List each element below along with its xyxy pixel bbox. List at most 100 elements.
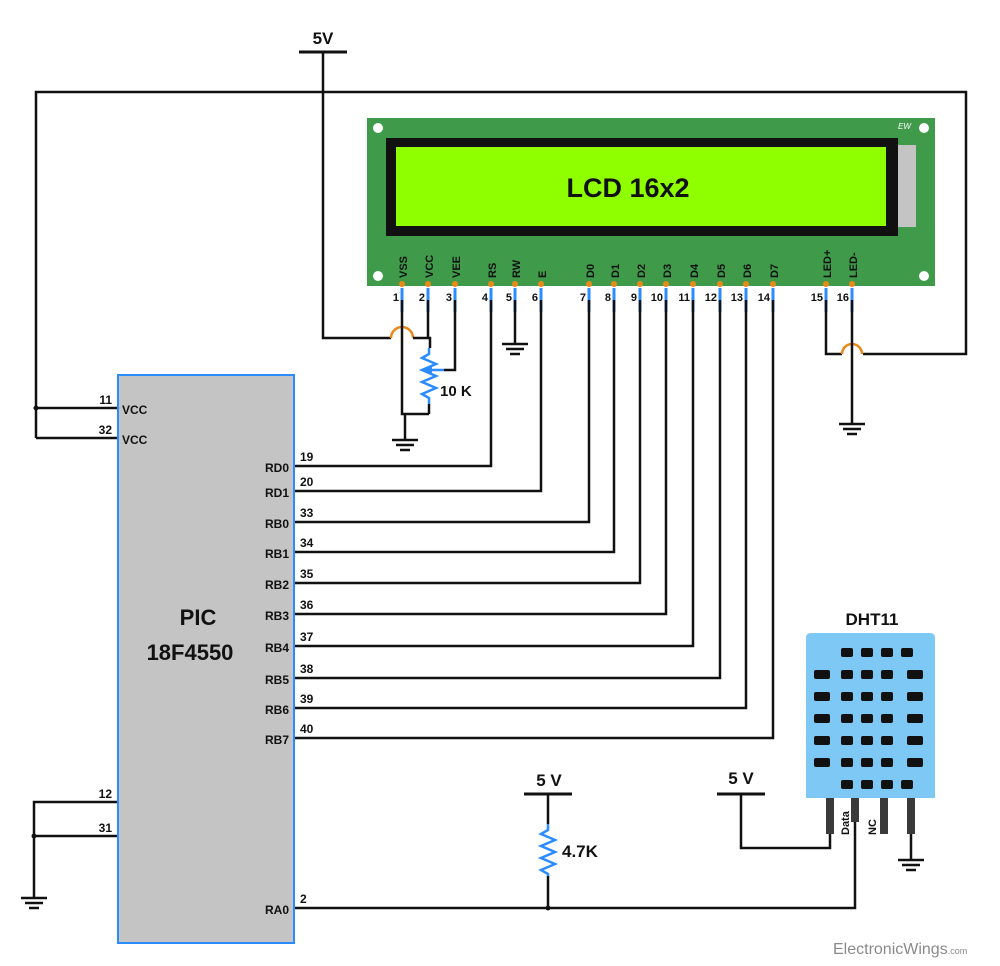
mcu-pin-name: RB0 [265,517,289,531]
pin-pad [512,281,518,287]
watermark: ElectronicWings.com [833,941,967,958]
dht-vent-slot [861,714,873,723]
lcd-pin-d7: D7 14 [758,264,781,312]
lcd-pin-name: D5 [716,264,728,278]
lcd-pin-number: 11 [678,292,690,304]
mcu-pin-number: 36 [300,598,314,612]
dht-vent-slot [907,692,923,701]
mcu-pin-number: 20 [300,475,314,489]
mcu-pin-name: RD1 [265,486,289,500]
dht-pin [851,798,859,822]
pin-pad [425,281,431,287]
mcu-pin-31: 31 [99,821,113,835]
ground-icon [392,438,418,452]
mcu-pin-name: RB2 [265,578,289,592]
lcd-pin-name: VCC [424,255,436,278]
lcd-pin-number: 15 [811,292,823,304]
mcu-pin-name: RB4 [265,641,289,655]
mcu-pin-name: RB6 [265,703,289,717]
dht-title: DHT11 [846,610,899,629]
dht-vent-slot [861,780,873,789]
lcd-pin-name: D7 [769,264,781,278]
dht-vent-slot [861,736,873,745]
lcd-pin-name: D1 [610,264,622,278]
lcd-pin-number: 13 [731,292,743,304]
dht-vent-slot [907,670,923,679]
pullup-resistor [537,824,559,876]
dht-vent-slot [861,758,873,767]
dht-vent-slot [907,714,923,723]
supply-label-top: 5V [313,29,334,48]
lcd-pin-ledplus: LED+ 15 [811,250,834,312]
mcu-pin-number: 11 [99,393,112,407]
lcd-pin-name: LED+ [822,250,834,278]
lcd-pin-name: D4 [689,263,701,278]
mcu-pin-12: 12 [99,787,113,801]
mcu-body [117,374,295,944]
pin-pad [770,281,776,287]
mcu-pin-name: RB5 [265,673,289,687]
dht-vent-slot [901,648,913,657]
pin-pad [538,281,544,287]
lcd-pin-name: RW [511,259,523,278]
dht-vent-slot [841,714,853,723]
dht-vent-slot [841,648,853,657]
pin-pad [611,281,617,287]
mcu-pin-number: 38 [300,662,314,676]
lcd-pin-number: 9 [631,292,637,304]
ground-symbols [21,342,924,910]
resistor-label: 4.7K [562,842,599,861]
mcu-pin-number: 37 [300,630,314,644]
mcu-pin-number: 12 [99,787,113,801]
lcd-pin-number: 14 [758,292,771,304]
pin-pad [823,281,829,287]
dht-vent-slot [814,692,830,701]
lcd-screen [396,147,886,226]
lcd-pin-name: D6 [742,264,754,278]
pin-pad [637,281,643,287]
mcu-pin-number: 19 [300,450,314,464]
dht-vent-slot [841,736,853,745]
mcu-pin-number: 32 [99,423,113,437]
dht-vent-slot [881,692,893,701]
ground-icon [839,422,865,436]
mcu-pin-number: 31 [99,821,113,835]
supply-label-dht: 5 V [728,769,754,788]
lcd-pin-number: 4 [482,292,489,304]
lcd-pin-number: 1 [393,292,399,304]
ground-icon [898,858,924,872]
dht-vent-slot [841,692,853,701]
supply-label-pullup: 5 V [536,771,562,790]
dht-vent-slot [907,736,923,745]
dht-vent-slot [814,736,830,745]
mcu-name-line1: PIC [180,605,217,630]
lcd-pin-number: 16 [837,292,849,304]
lcd-backlight-tab [898,145,916,227]
dht-vent-slot [881,780,893,789]
lcd-pin-number: 6 [532,292,538,304]
dht-vent-slot [881,648,893,657]
mcu-pin-number: 35 [300,567,314,581]
lcd-pin-number: 10 [651,292,663,304]
dht-pin [826,798,834,834]
lcd-pin-name: D3 [662,264,674,278]
dht-vent-slot [814,714,830,723]
dht-vent-slot [841,758,853,767]
lcd-pin-number: 8 [605,292,611,304]
mount-hole [919,123,929,133]
pin-pad [717,281,723,287]
dht-vent-slot [907,758,923,767]
mcu-pin-name: VCC [122,403,148,417]
pin-pad [488,281,494,287]
dht-pin-label-data: Data [840,810,852,835]
